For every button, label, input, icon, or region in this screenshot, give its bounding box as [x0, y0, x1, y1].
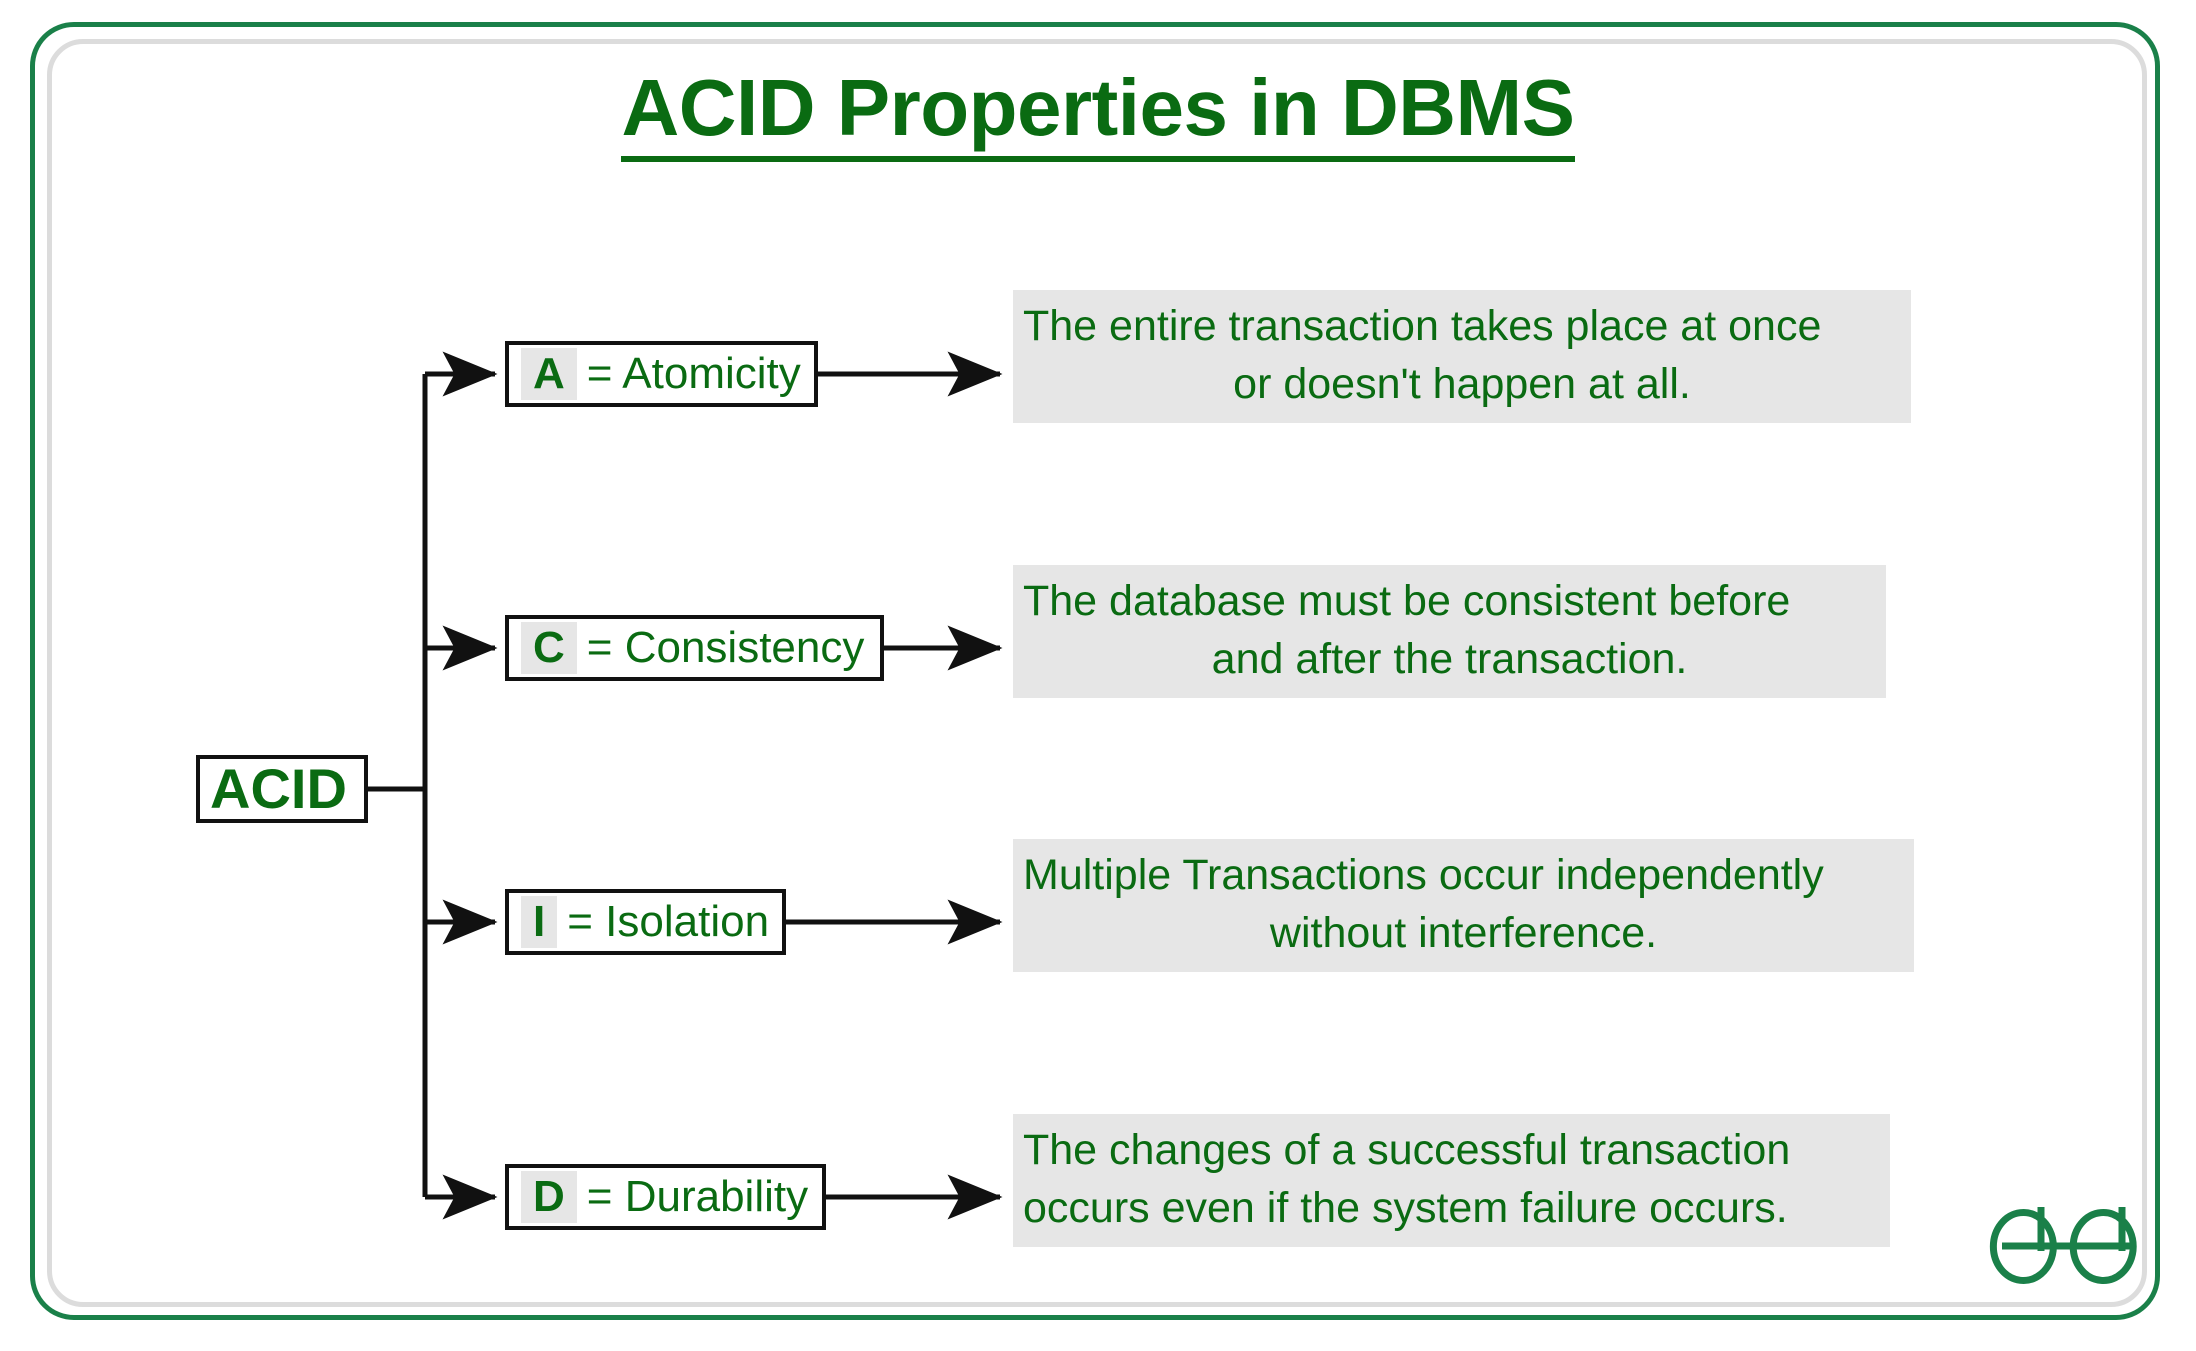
property-node-atomicity[interactable]: A = Atomicity: [505, 341, 818, 407]
property-name-isolation: = Isolation: [567, 897, 770, 946]
geeksforgeeks-logo-icon: [1989, 1207, 2137, 1284]
description-panel-durability: The changes of a successful transaction …: [1013, 1114, 1890, 1248]
property-letter-d: D: [521, 1171, 577, 1223]
description-line: The entire transaction takes place at on…: [1023, 302, 1822, 350]
root-node-acid[interactable]: ACID: [196, 755, 368, 823]
property-node-consistency[interactable]: C = Consistency: [505, 615, 884, 681]
description-line: The changes of a successful transaction: [1023, 1126, 1791, 1174]
description-panel-consistency: The database must be consistent before a…: [1013, 565, 1886, 699]
root-node-label: ACID: [210, 757, 347, 820]
page-title: ACID Properties in DBMS: [0, 62, 2196, 162]
property-name-atomicity: = Atomicity: [586, 349, 801, 398]
description-line: Multiple Transactions occur independentl…: [1023, 851, 1824, 899]
property-letter-c: C: [521, 622, 577, 674]
property-name-consistency: = Consistency: [586, 623, 865, 672]
property-letter-a: A: [521, 348, 577, 400]
property-node-isolation[interactable]: I = Isolation: [505, 889, 786, 955]
property-letter-i: I: [521, 896, 558, 948]
property-node-durability[interactable]: D = Durability: [505, 1164, 826, 1230]
description-line: or doesn't happen at all.: [1233, 359, 1691, 408]
description-panel-atomicity: The entire transaction takes place at on…: [1013, 290, 1911, 424]
description-line: without interference.: [1269, 908, 1658, 957]
description-line: and after the transaction.: [1211, 634, 1688, 683]
property-name-durability: = Durability: [586, 1172, 809, 1221]
page-title-text: ACID Properties in DBMS: [621, 63, 1575, 162]
description-panel-isolation: Multiple Transactions occur independentl…: [1013, 839, 1914, 973]
description-line: occurs even if the system failure occurs…: [1023, 1183, 1788, 1232]
description-line: The database must be consistent before: [1023, 577, 1791, 625]
